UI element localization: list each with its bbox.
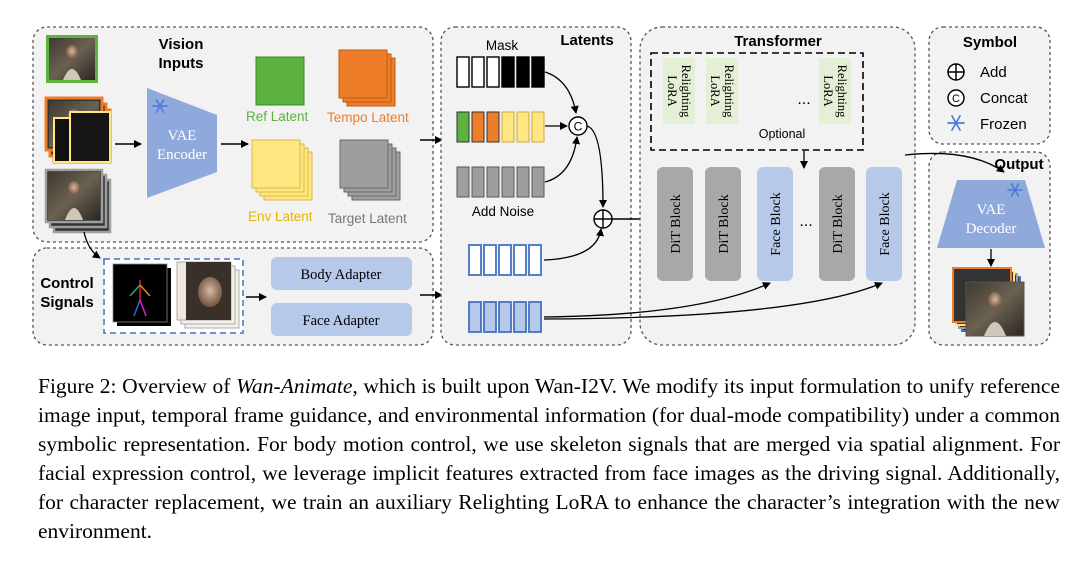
caption-body: , which is built upon Wan-I2V. We modify… — [38, 374, 1061, 543]
lora-2 — [706, 58, 738, 124]
caption-emphasis: Wan-Animate — [236, 374, 353, 398]
condition-latent-row — [456, 111, 545, 143]
svg-text:C: C — [952, 93, 960, 105]
dit-block-label: DiT Block — [831, 194, 846, 253]
lora-1 — [663, 58, 695, 124]
vision-inputs-panel — [32, 26, 434, 243]
lora-1-label: RelightingLoRA — [665, 65, 693, 119]
figure-caption: Figure 2: Overview of Wan-Animate, which… — [38, 372, 1060, 546]
body-adapter-label: Body Adapter — [301, 267, 382, 283]
dit-block — [705, 167, 741, 281]
face-latent-row — [468, 301, 542, 333]
body-adapter — [271, 257, 412, 290]
decoder-snowflake-icon — [1007, 183, 1023, 197]
face-block — [757, 167, 793, 281]
frozen-symbol-label: Frozen — [980, 116, 1027, 133]
mask-row — [456, 56, 545, 88]
face-block-label: Face Block — [878, 192, 893, 255]
add-noise-label: Add Noise — [472, 204, 534, 219]
add-node — [593, 209, 613, 229]
target-latent-label: Target Latent — [328, 211, 407, 226]
lora-ellipsis: ... — [797, 91, 810, 108]
env-latent-cube — [251, 139, 313, 201]
env-latent-label: Env Latent — [248, 209, 313, 224]
mask-label: Mask — [486, 38, 519, 53]
optional-label: Optional — [759, 127, 806, 141]
dit-block-label: DiT Block — [669, 194, 684, 253]
lora-2-label: RelightingLoRA — [708, 65, 736, 119]
tempo-latent-cube — [338, 49, 396, 107]
lora-group — [650, 52, 864, 151]
output-frames-stack — [952, 267, 1025, 337]
caption-prefix: Figure 2: Overview of — [38, 374, 237, 398]
ref-latent-label: Ref Latent — [246, 109, 309, 124]
concat-symbol-icon: C — [947, 89, 965, 107]
concat-symbol-label: Concat — [980, 90, 1028, 107]
dit-block — [819, 167, 855, 281]
output-title: Output — [994, 156, 1043, 173]
face-block-label: Face Block — [769, 192, 784, 255]
snowflake-icon — [152, 99, 168, 113]
latents-title: Latents — [560, 32, 613, 49]
face-frames — [176, 261, 240, 329]
lora-3-label: RelightingLoRA — [821, 65, 849, 119]
symbol-panel — [928, 26, 1051, 145]
concat-node: C — [568, 116, 588, 136]
noise-latent-row — [456, 166, 545, 198]
symbol-title: Symbol — [963, 34, 1017, 51]
skeleton-frames — [112, 263, 171, 326]
add-symbol-icon — [947, 63, 965, 81]
dit-block-label: DiT Block — [717, 194, 732, 253]
environment-frames-stack — [53, 111, 111, 163]
block-ellipsis: ... — [799, 213, 812, 230]
transformer-blocks: DiT Block DiT Block Face Block... DiT Block… — [657, 167, 902, 281]
add-symbol-label: Add — [980, 64, 1007, 81]
target-frames-stack — [44, 168, 112, 234]
target-latent-cube — [339, 139, 401, 201]
ref-latent-cube — [255, 56, 305, 106]
face-adapter — [271, 303, 412, 336]
tempo-latent-label: Tempo Latent — [327, 110, 409, 125]
svg-text:C: C — [574, 120, 583, 134]
reference-image — [46, 35, 98, 83]
lora-3 — [819, 58, 851, 124]
body-latent-row — [468, 244, 542, 276]
face-block — [866, 167, 902, 281]
transformer-title: Transformer — [734, 33, 822, 50]
face-adapter-label: Face Adapter — [303, 313, 380, 329]
frozen-snowflake-icon — [947, 115, 965, 131]
dit-block — [657, 167, 693, 281]
